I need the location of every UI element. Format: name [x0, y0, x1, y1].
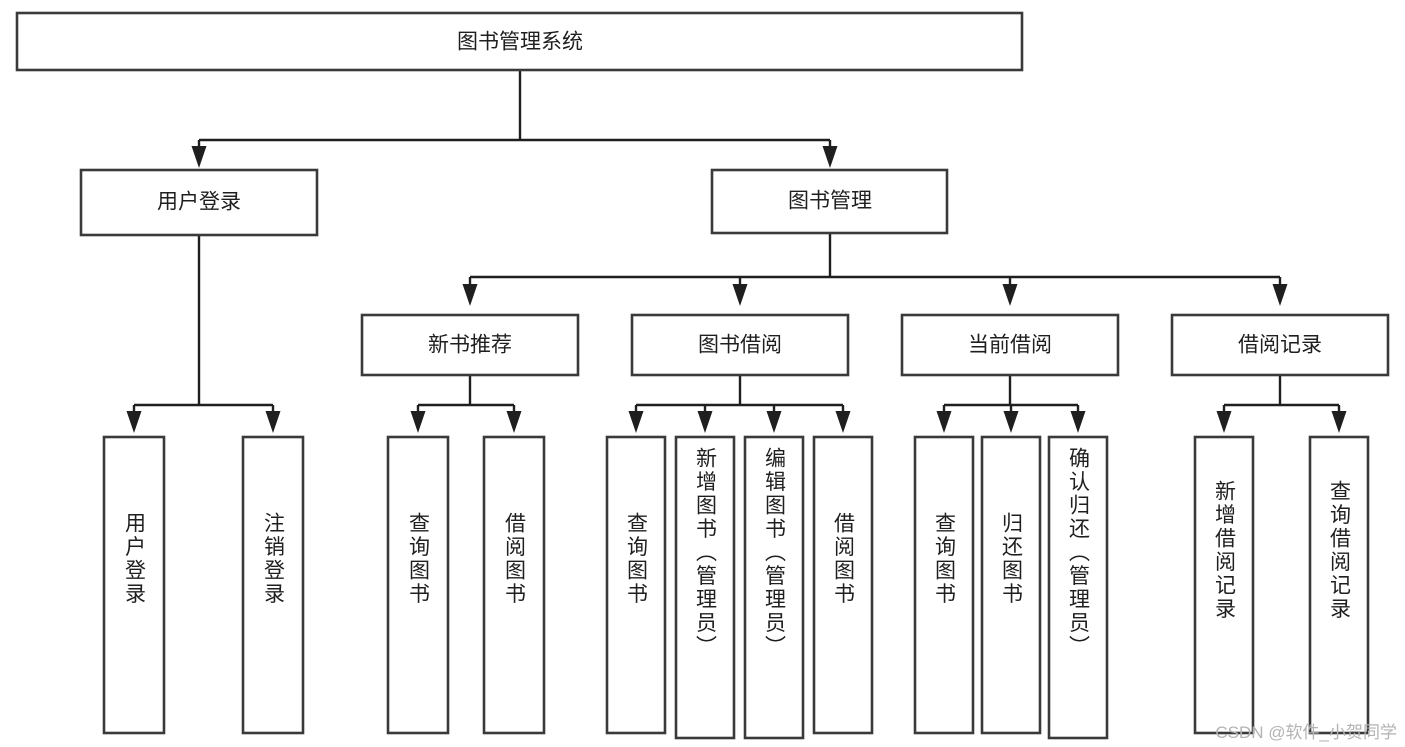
node-leaf-add-book-admin[interactable]: 新增图书（管理员） [674, 435, 736, 740]
node-book-borrow[interactable]: 图书借阅 [630, 313, 850, 377]
node-leaf-add-borrow-record-label: 新增借阅记录 [1213, 480, 1237, 621]
node-leaf-return-book[interactable]: 归还图书 [980, 435, 1042, 735]
node-leaf-query-book-borrow[interactable]: 查询图书 [605, 435, 667, 735]
node-user-login[interactable]: 用户登录 [79, 168, 319, 237]
node-leaf-query-book-newbook-label: 查询图书 [407, 512, 431, 606]
node-leaf-confirm-return-admin-label: 确认归还（管理员） [1067, 447, 1091, 659]
node-leaf-confirm-return-admin[interactable]: 确认归还（管理员） [1047, 435, 1109, 740]
node-leaf-edit-book-admin-label: 编辑图书（管理员） [763, 447, 787, 659]
node-leaf-query-book-current[interactable]: 查询图书 [913, 435, 975, 735]
node-leaf-return-book-label: 归还图书 [1000, 512, 1024, 606]
node-leaf-edit-book-admin[interactable]: 编辑图书（管理员） [743, 435, 805, 740]
node-leaf-logout-label: 注销登录 [262, 512, 286, 606]
connector-userlogin-to-leaves [126, 235, 281, 433]
connector-newbook-to-leaves [410, 375, 522, 433]
node-book-management[interactable]: 图书管理 [710, 168, 949, 235]
node-user-login-label: 用户登录 [157, 191, 241, 214]
node-new-book-recommend-label: 新书推荐 [428, 334, 512, 357]
connector-currentborrow-to-leaves [936, 375, 1086, 433]
connector-bookborrow-to-leaves [628, 375, 851, 433]
node-current-borrow[interactable]: 当前借阅 [900, 313, 1120, 377]
node-leaf-user-login-label: 用户登录 [123, 512, 147, 606]
connector-borrowrecord-to-leaves [1216, 375, 1347, 433]
connector-bookmgmt-to-level3 [462, 233, 1288, 306]
node-book-management-label: 图书管理 [788, 190, 872, 213]
node-leaf-borrow-book-label: 借阅图书 [832, 512, 856, 606]
node-leaf-query-book-newbook[interactable]: 查询图书 [386, 435, 450, 735]
node-root-system[interactable]: 图书管理系统 [15, 11, 1024, 72]
node-leaf-user-login[interactable]: 用户登录 [102, 435, 166, 735]
node-leaf-query-book-current-label: 查询图书 [933, 512, 957, 606]
node-current-borrow-label: 当前借阅 [968, 334, 1052, 357]
node-leaf-borrow-book-newbook[interactable]: 借阅图书 [482, 435, 546, 735]
node-borrow-record-label: 借阅记录 [1238, 334, 1322, 357]
node-new-book-recommend[interactable]: 新书推荐 [360, 313, 580, 377]
connector-root-to-level2 [191, 70, 838, 168]
node-leaf-query-borrow-record-label: 查询借阅记录 [1328, 480, 1352, 621]
node-leaf-borrow-book-newbook-label: 借阅图书 [503, 512, 527, 606]
node-leaf-borrow-book[interactable]: 借阅图书 [812, 435, 874, 735]
node-leaf-logout[interactable]: 注销登录 [241, 435, 305, 735]
node-leaf-add-borrow-record[interactable]: 新增借阅记录 [1193, 435, 1255, 735]
node-root-system-label: 图书管理系统 [457, 31, 583, 54]
node-borrow-record[interactable]: 借阅记录 [1170, 313, 1390, 377]
node-leaf-add-book-admin-label: 新增图书（管理员） [694, 447, 718, 659]
node-book-borrow-label: 图书借阅 [698, 334, 782, 357]
node-leaf-query-borrow-record[interactable]: 查询借阅记录 [1308, 435, 1370, 735]
node-leaf-query-book-borrow-label: 查询图书 [625, 512, 649, 606]
